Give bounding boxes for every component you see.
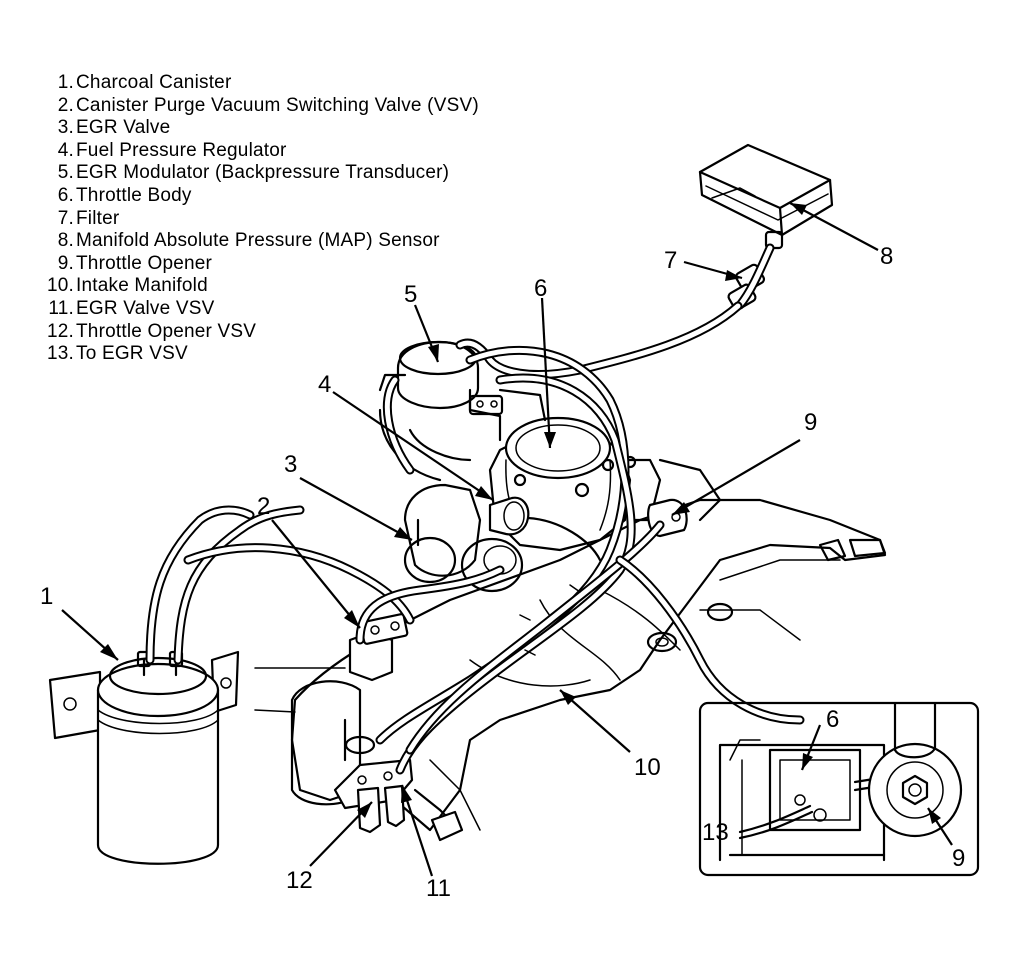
egr-modulator — [378, 340, 547, 442]
callout-6: 6 — [534, 275, 547, 302]
callout-4: 4 — [318, 371, 331, 398]
legend-item: 1.Charcoal Canister — [57, 72, 232, 93]
vsv-bracket-assembly — [333, 718, 464, 842]
callout-numbers: 1 2 3 4 5 6 7 8 9 10 11 12 — [40, 243, 893, 902]
fuel-pressure-regulator — [488, 496, 602, 562]
legend-item: 9.Throttle Opener — [57, 252, 213, 274]
inset-callout-6: 6 — [826, 706, 839, 733]
legend-label: To EGR VSV — [76, 343, 188, 365]
legend-item: 6.Throttle Body — [57, 184, 192, 206]
component-legend: 1.Charcoal Canister 2.Canister Purge Vac… — [22, 72, 479, 366]
legend-label: EGR Valve VSV — [76, 297, 215, 319]
legend-label: Charcoal Canister — [76, 72, 232, 93]
legend-item: 8.Manifold Absolute Pressure (MAP) Senso… — [57, 230, 440, 252]
callout-11: 11 — [426, 875, 451, 902]
legend-label: Intake Manifold — [76, 275, 208, 297]
callout-3: 3 — [284, 451, 297, 478]
callout-5: 5 — [404, 281, 417, 308]
legend-label: Canister Purge Vacuum Switching Valve (V… — [76, 94, 479, 116]
callout-7: 7 — [664, 247, 677, 274]
legend-label: Throttle Opener — [76, 252, 213, 274]
legend-item: 4.Fuel Pressure Regulator — [57, 139, 287, 161]
callout-10: 10 — [634, 754, 661, 781]
callout-8: 8 — [880, 243, 893, 270]
legend-item: 5.EGR Modulator (Backpressure Transducer… — [57, 162, 450, 184]
vacuum-hoses — [145, 243, 805, 775]
legend-item: 3.EGR Valve — [57, 117, 171, 139]
legend-item: 7.Filter — [57, 207, 120, 229]
callout-9: 9 — [804, 409, 817, 436]
legend-item: 2.Canister Purge Vacuum Switching Valve … — [57, 94, 479, 116]
charcoal-canister — [48, 650, 240, 865]
legend-label: Throttle Body — [76, 184, 192, 206]
inset-callout-9: 9 — [952, 845, 965, 872]
inset-callout-13: 13 — [702, 819, 729, 846]
legend-label: Filter — [76, 207, 120, 229]
callout-12: 12 — [286, 867, 313, 894]
legend-label: EGR Modulator (Backpressure Transducer) — [76, 162, 450, 184]
legend-item: 10.Intake Manifold — [46, 275, 208, 297]
legend-label: EGR Valve — [76, 117, 171, 139]
callout-1: 1 — [40, 583, 53, 610]
detail-inset: 6 9 13 — [698, 701, 980, 877]
legend-item: 11.EGR Valve VSV — [48, 297, 215, 319]
legend-item: 13.To EGR VSV — [46, 343, 188, 365]
legend-label: Manifold Absolute Pressure (MAP) Sensor — [76, 230, 440, 252]
map-sensor — [698, 143, 834, 250]
legend-item: 12.Throttle Opener VSV — [46, 320, 257, 342]
legend-label: Throttle Opener VSV — [76, 320, 257, 342]
leader-lines — [61, 202, 879, 877]
callout-2: 2 — [257, 493, 270, 520]
legend-label: Fuel Pressure Regulator — [76, 139, 287, 161]
